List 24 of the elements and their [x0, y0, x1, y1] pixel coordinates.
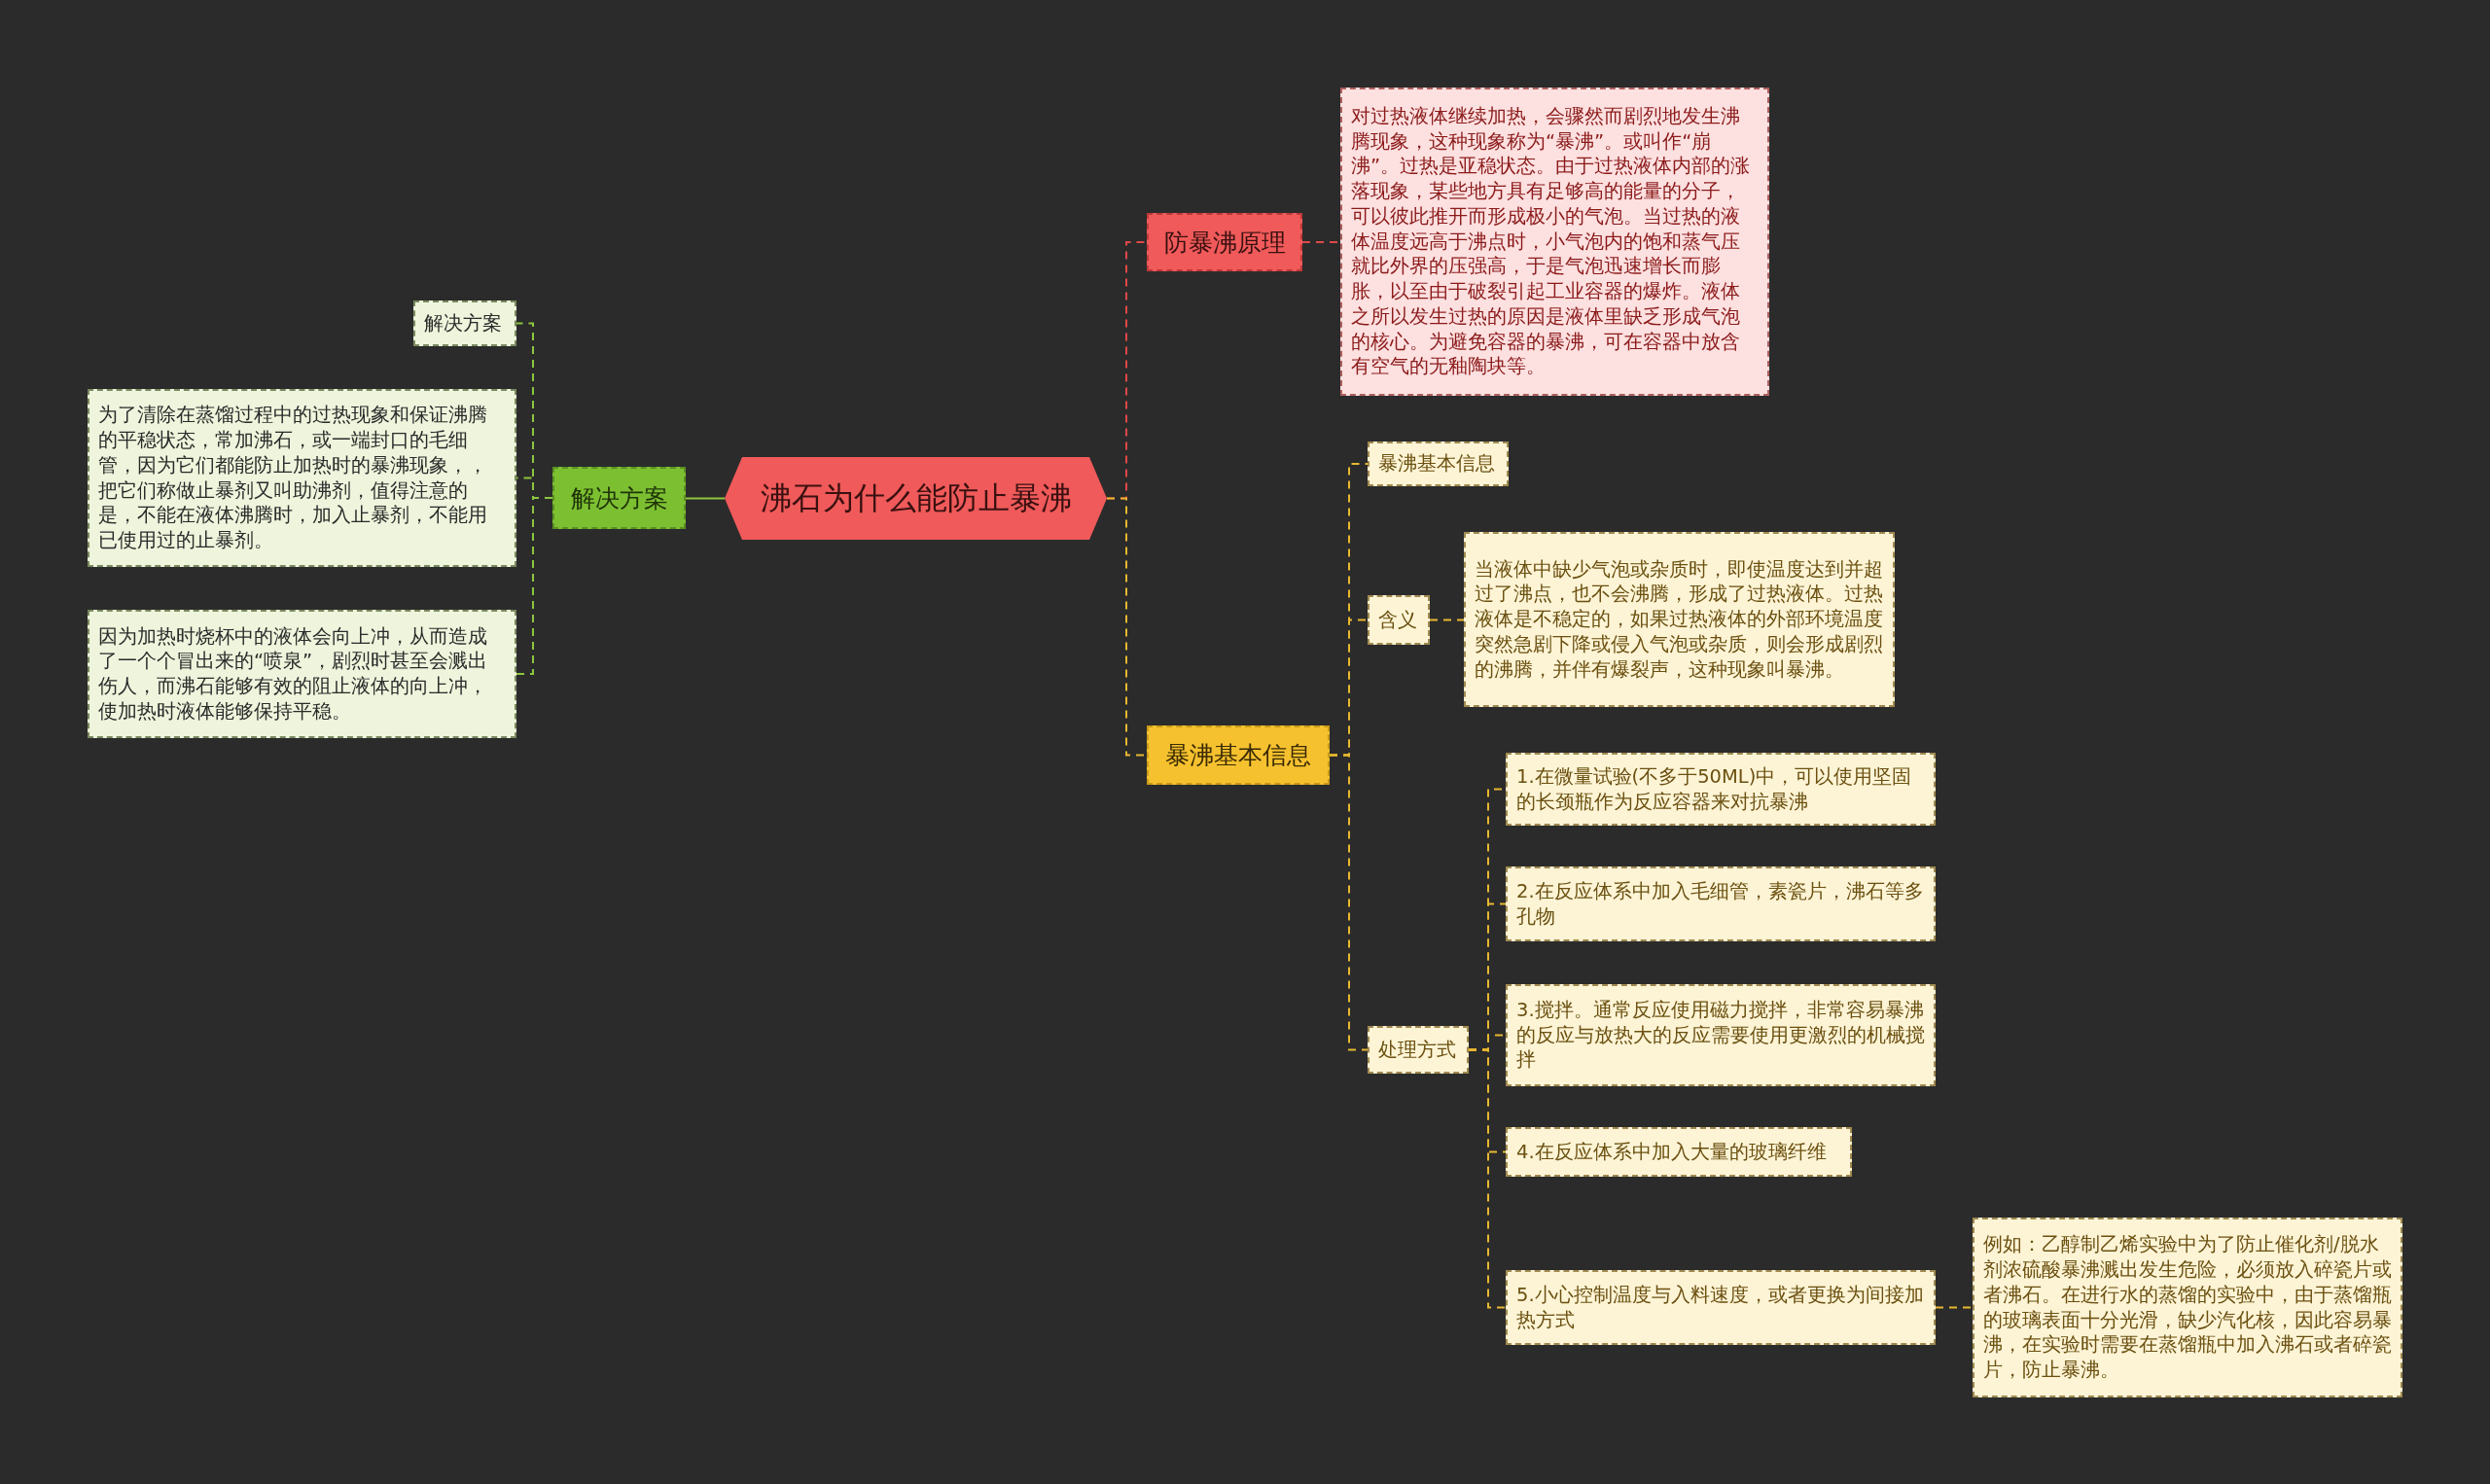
text-box: 1.在微量试验(不多于50ML)中，可以使用坚固的长颈瓶作为反应容器来对抗暴沸: [1506, 753, 1936, 826]
text-box: 因为加热时烧杯中的液体会向上冲，从而造成了一个个冒出来的“喷泉”，剧烈时甚至会溅出伤人，而沸石能够有效的阻止液体的向上冲，使加热时液体能够保持平稳。: [88, 610, 516, 738]
connector-line: [1935, 1306, 1974, 1309]
text-box: 例如：乙醇制乙烯实验中为了防止催化剂/脱水剂浓硫酸暴沸溅出发生危险，必须放入碎瓷片或者沸石。在进行水的蒸馏的实验中，由于蒸馏瓶的玻璃表面十分光滑，缺少汽化核，因此容易暴沸，在实验时需要在蒸馏瓶中加入沸石或者碎瓷片，防止暴沸。: [1973, 1218, 2402, 1397]
central-topic-hexagon: 沸石为什么能防止暴沸: [725, 457, 1107, 540]
text-box: 3.搅拌。通常反应使用磁力搅拌，非常容易暴沸的反应与放热大的反应需要使用更激烈的机械搅拌: [1506, 984, 1936, 1086]
text-box: 为了清除在蒸馏过程中的过热现象和保证沸腾的平稳状态，常加沸石，或一端封口的毛细管，因为它们都能防止加热时的暴沸现象，，把它们称做止暴剂又叫助沸剂，值得注意的是，不能在液体沸腾时，加入止暴剂，不能用已使用过的止暴剂。: [88, 389, 516, 567]
connector-line: [1468, 1048, 1507, 1309]
text-box: 对过热液体继续加热，会骤然而剧烈地发生沸腾现象，这种现象称为“暴沸”。或叫作“崩沸”。过热是亚稳状态。由于过热液体内部的涨落现象，某些地方具有足够高的能量的分子，可以彼此推开而形成极小的气泡。当过热的液体温度远高于沸点时，小气泡内的饱和蒸气压就比外界的压强高，于是气泡迅速增长而膨胀，以至由于破裂引起工业容器的爆炸。液体之所以发生过热的原因是液体里缺乏形成气泡的核心。为避免容器的暴沸，可在容器中放含有空气的无釉陶块等。: [1340, 88, 1769, 396]
text-box: 当液体中缺少气泡或杂质时，即使温度达到并超过了沸点，也不会沸腾，形成了过热液体。过热液体是不稳定的，如果过热液体的外部环境温度突然急剧下降或侵入气泡或杂质，则会形成剧烈的沸腾，并伴有爆裂声，这种现象叫暴沸。: [1464, 532, 1895, 707]
connector-line: [685, 497, 726, 500]
text-box: 4.在反应体系中加入大量的玻璃纤维: [1506, 1127, 1852, 1177]
branch-box: 解决方案: [552, 467, 686, 529]
text-box: 处理方式: [1368, 1026, 1469, 1074]
text-box: 含义: [1368, 595, 1430, 645]
text-box: 2.在反应体系中加入毛细管，素瓷片，沸石等多孔物: [1506, 866, 1936, 941]
text-box: 5.小心控制温度与入料速度，或者更换为间接加热方式: [1506, 1270, 1936, 1345]
branch-box: 防暴沸原理: [1147, 213, 1302, 271]
connector-line: [516, 497, 553, 675]
connector-line: [1429, 618, 1465, 621]
branch-box: 暴沸基本信息: [1147, 725, 1330, 785]
text-box: 解决方案: [413, 300, 516, 346]
text-box: 暴沸基本信息: [1368, 442, 1509, 486]
connector-line: [1329, 754, 1369, 1051]
